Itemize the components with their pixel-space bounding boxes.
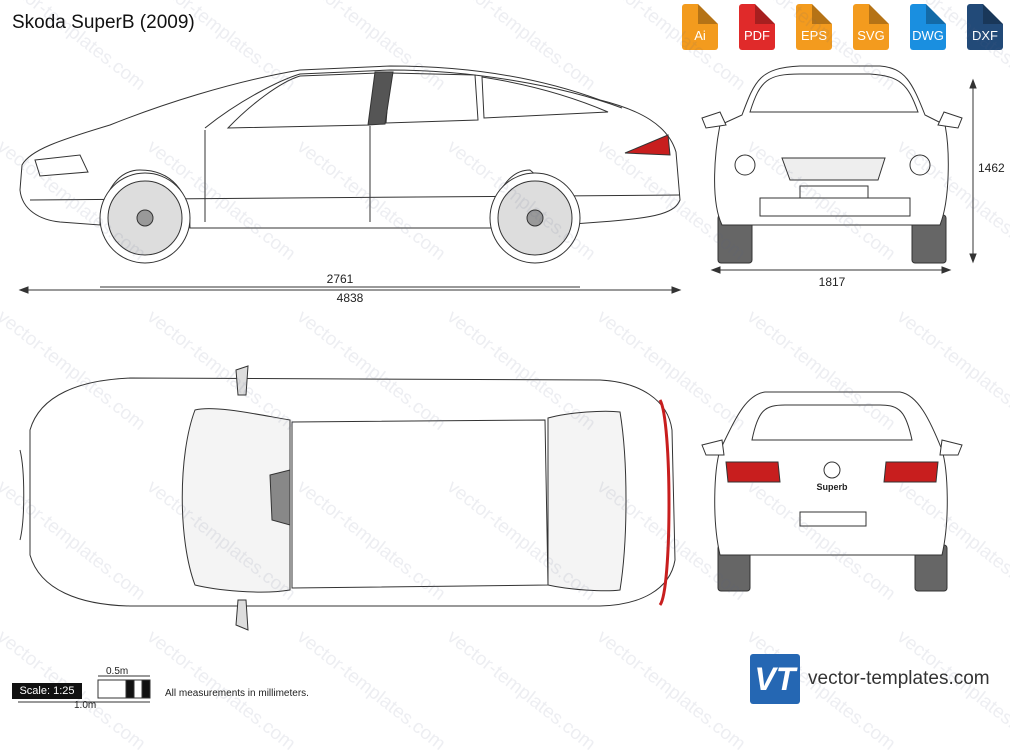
side-quarter-window — [481, 76, 609, 119]
side-roof-line — [204, 69, 623, 129]
top-view — [19, 365, 676, 631]
scale-full-label: 1.0m — [74, 700, 97, 711]
front-windshield — [749, 73, 919, 113]
side-taillight — [624, 134, 671, 156]
format-label: DWG — [912, 28, 944, 43]
scale-label: Scale: 1:25 — [12, 683, 82, 699]
file-shape — [853, 4, 889, 50]
rear-window — [751, 404, 913, 441]
vt-logo-icon: VT — [750, 654, 800, 704]
format-label: DXF — [972, 28, 998, 43]
side-b-pillar — [367, 71, 394, 126]
side-windows — [226, 72, 379, 129]
side-view — [19, 65, 681, 264]
width-dimension: 1817 — [819, 275, 846, 289]
height-dimension: 1462 — [978, 161, 1005, 175]
site-link[interactable]: vector-templates.com — [808, 668, 990, 689]
rear-badge: Superb — [816, 482, 848, 492]
file-shape — [739, 4, 775, 50]
rear-right-light — [883, 461, 939, 483]
ai-file-icon[interactable]: Ai — [678, 4, 722, 50]
dwg-file-icon[interactable]: DWG — [906, 4, 950, 50]
scale-half-label: 0.5m — [106, 666, 129, 677]
format-label: PDF — [744, 28, 770, 43]
scale-bar — [18, 675, 151, 703]
svg-file-icon[interactable]: SVG — [849, 4, 893, 50]
front-view — [701, 65, 963, 264]
format-label: SVG — [857, 28, 885, 43]
file-shape — [796, 4, 832, 50]
side-headlight — [34, 154, 89, 177]
wheelbase-dimension: 2761 — [327, 272, 354, 286]
dxf-file-icon[interactable]: DXF — [963, 4, 1007, 50]
top-roof — [291, 419, 549, 589]
top-windshield — [181, 408, 291, 593]
front-dimension-lines — [710, 78, 977, 274]
page-title: Skoda SuperB (2009) — [12, 12, 195, 33]
blueprint-views: 2761 4838 1817 1462 — [18, 65, 1005, 703]
rear-view — [701, 391, 963, 592]
side-dimension-lines — [18, 286, 682, 294]
side-rear-window — [385, 72, 479, 124]
format-label: EPS — [800, 28, 827, 43]
rear-left-light — [725, 461, 781, 483]
measurement-note: All measurements in millimeters. — [165, 688, 309, 699]
format-label: Ai — [694, 28, 706, 43]
length-dimension: 4838 — [337, 291, 364, 305]
front-grille — [781, 157, 886, 181]
pdf-file-icon[interactable]: PDF — [735, 4, 779, 50]
eps-file-icon[interactable]: EPS — [792, 4, 836, 50]
file-shape — [682, 4, 718, 50]
top-rear-window — [547, 410, 627, 592]
file-shape — [967, 4, 1003, 50]
file-shape — [910, 4, 946, 50]
